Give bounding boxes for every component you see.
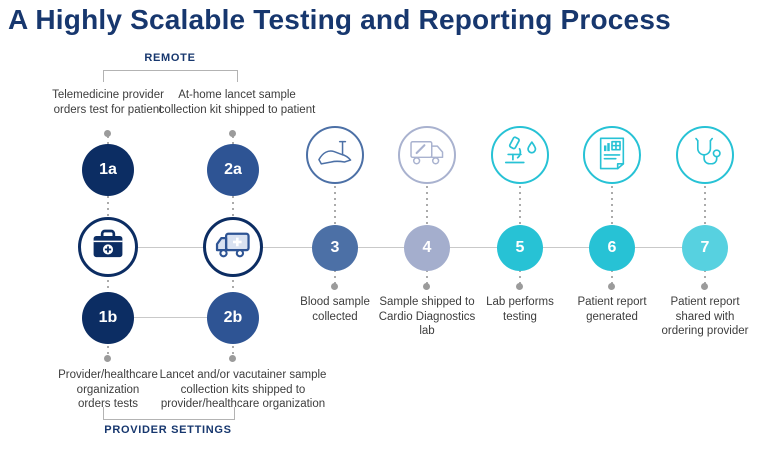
connector-dot: [516, 283, 523, 290]
medical-kit-icon: [90, 228, 126, 266]
ambulance-icon: [214, 230, 252, 265]
patient-report-icon: [595, 135, 629, 176]
connector-dot: [608, 283, 615, 290]
page-title: A Highly Scalable Testing and Reporting …: [8, 4, 671, 35]
connector-dot: [229, 355, 236, 362]
branch-bottom-label: Lancet and/or vacutainer sample collecti…: [159, 369, 327, 411]
step-badge-2b: 2b: [207, 292, 259, 344]
connector-dot: [104, 355, 111, 362]
microscope-icon: [501, 135, 539, 176]
stethoscope-icon: [687, 136, 723, 174]
branch-top-label: Telemedicine provider orders test for pa…: [52, 89, 164, 116]
step-circle-7: 7: [682, 225, 728, 271]
connector-dot: [331, 283, 338, 290]
step-label: Blood sample collected: [300, 296, 370, 323]
step-badge-1b: 1b: [82, 292, 134, 344]
blood-draw-icon-circle: [306, 126, 364, 184]
stethoscope-icon-circle: [676, 126, 734, 184]
remote-group-label: REMOTE: [144, 52, 196, 64]
step-label: Patient report generated: [577, 296, 647, 323]
step-circle-5: 5: [497, 225, 543, 271]
patient-report-icon-circle: [583, 126, 641, 184]
connector-dot: [229, 130, 236, 137]
delivery-truck-icon: [408, 138, 446, 173]
microscope-icon-circle: [491, 126, 549, 184]
step-label: Patient report shared with ordering prov…: [661, 296, 749, 338]
blood-draw-icon: [316, 136, 354, 175]
delivery-truck-icon-circle: [398, 126, 456, 184]
connector-dot: [423, 283, 430, 290]
medical-kit-hub: [78, 217, 138, 277]
provider-bracket: [103, 407, 235, 420]
remote-bracket: [103, 70, 238, 82]
step-circle-4: 4: [404, 225, 450, 271]
step-label: Lab performs testing: [486, 296, 554, 323]
ambulance-hub: [203, 217, 263, 277]
connector-dot: [701, 283, 708, 290]
branch-top-label: At-home lancet sample collection kit shi…: [158, 89, 316, 116]
step-badge-2a: 2a: [207, 144, 259, 196]
provider-connector-line: [108, 317, 233, 318]
branch-bottom-label: Provider/healthcare organization orders …: [58, 369, 158, 411]
step-circle-6: 6: [589, 225, 635, 271]
provider-group-label: PROVIDER SETTINGS: [104, 424, 232, 436]
step-badge-1a: 1a: [82, 144, 134, 196]
step-label: Sample shipped to Cardio Diagnostics lab: [378, 296, 476, 338]
connector-dot: [104, 130, 111, 137]
step-circle-3: 3: [312, 225, 358, 271]
